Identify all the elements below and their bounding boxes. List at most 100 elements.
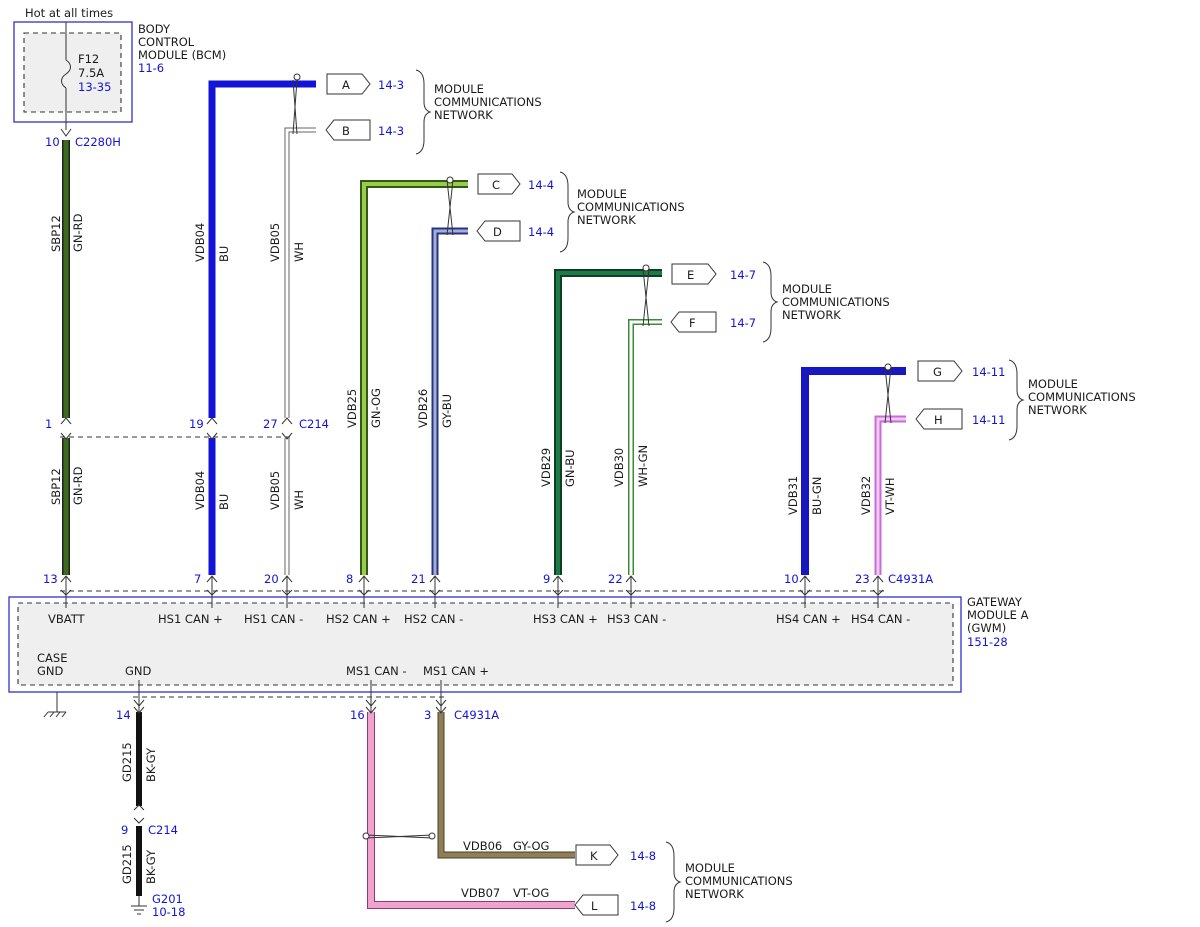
ground-ref: 10-18 (152, 905, 185, 919)
twist-cd (446, 179, 454, 236)
label-vdb31-circuit: VDB31 (786, 476, 800, 515)
offpage-L: L 14-8 (574, 894, 656, 916)
gwm-ms1-minus-label: MS1 CAN - (346, 664, 407, 678)
network-gh-line2: COMMUNICATIONS (1028, 390, 1136, 404)
offpage-G-shape (917, 360, 963, 382)
ground-icon (131, 896, 147, 915)
wire-vdb25-outline (360, 180, 468, 575)
wire-vdb30 (629, 320, 662, 575)
drop-ms1-plus (435, 680, 447, 714)
label-vdb05-lower-color: WH (292, 490, 306, 510)
network-cd-line2: COMMUNICATIONS (577, 200, 685, 214)
c214-pin-27: 27 (263, 417, 278, 431)
label-vdb06-color: GY-OG (513, 839, 549, 853)
brace-ef (762, 261, 779, 343)
label-vdb07-color: VT-OG (513, 886, 549, 900)
c214-pin-sbp12-symbol (60, 417, 72, 440)
offpage-D-letter: D (493, 225, 502, 239)
network-gh-line3: NETWORK (1028, 403, 1087, 417)
offpage-A-letter: A (342, 78, 350, 92)
gwm-title-3: (GWM) (967, 621, 1006, 635)
bcm-dashed-inner (23, 32, 122, 113)
label-vdb05-upper-circuit: VDB05 (268, 223, 282, 262)
label-vdb05-lower-circuit: VDB05 (268, 471, 282, 510)
wire-vdb06 (438, 712, 575, 858)
wire-vdb07-outline (367, 712, 575, 909)
fuse-ref: 13-35 (78, 80, 111, 94)
bcm-pin-chevron (60, 128, 72, 137)
c214-pin-vdb04-symbol (206, 417, 218, 440)
offpage-B: B 14-3 (325, 119, 404, 141)
twist-gh-top (884, 363, 892, 371)
bcm-connector: C2280H (75, 135, 121, 149)
offpage-F-shape (670, 311, 717, 333)
drop-hs3-plus (552, 575, 564, 608)
brace-gh (1008, 359, 1025, 441)
offpage-B-shape (325, 119, 371, 141)
label-vdb07-circuit: VDB07 (461, 886, 500, 900)
network-label-ef: MODULE COMMUNICATIONS NETWORK (762, 261, 890, 343)
offpage-K-letter: K (590, 849, 598, 863)
network-label-kl: MODULE COMMUNICATIONS NETWORK (665, 841, 793, 923)
brace-kl (665, 841, 682, 923)
gwm-label-hs4-plus: HS4 CAN + (776, 612, 841, 626)
c214-pin-1: 1 (45, 417, 52, 431)
wire-vdb29-outline (554, 269, 662, 575)
gwm-label-hs2-plus: HS2 CAN + (326, 612, 391, 626)
bcm-title-3: MODULE (BCM) (138, 48, 226, 62)
gwm-label-hs1-minus: HS1 CAN - (244, 612, 303, 626)
gwm-title-1: GATEWAY (967, 595, 1023, 609)
gwm-label-hs3-minus: HS3 CAN - (607, 612, 666, 626)
label-vdb30-circuit: VDB30 (612, 448, 626, 487)
offpage-L-shape (574, 894, 619, 916)
twist-ab (292, 79, 298, 135)
wire-vdb25 (362, 182, 468, 575)
gwm-case-gnd-2: GND (37, 664, 64, 678)
network-label-cd: MODULE COMMUNICATIONS NETWORK (559, 171, 685, 253)
gwm-pin-7: 7 (194, 572, 201, 586)
bcm-outline (13, 21, 133, 123)
twist-kl-right (428, 832, 436, 840)
drop-hs2-minus (429, 575, 441, 608)
gwm-pin-14: 14 (116, 708, 131, 722)
network-ab-line3: NETWORK (434, 108, 493, 122)
network-kl-line2: COMMUNICATIONS (685, 874, 793, 888)
offpage-C-shape (477, 173, 521, 195)
wire-vdb31-outline (801, 367, 906, 575)
c214-name: C214 (299, 417, 329, 431)
brace-ab (415, 69, 432, 155)
ground-g201: 9 C214 G201 10-18 (121, 804, 185, 919)
hot-at-all-times-label: Hot at all times (25, 6, 113, 20)
label-vdb32-circuit: VDB32 (859, 476, 873, 515)
offpage-H: H 14-11 (915, 408, 1005, 430)
gwm-label-hs3-plus: HS3 CAN + (533, 612, 598, 626)
gwm-module: GATEWAY MODULE A (GWM) 151-28 13 7 20 8 … (8, 572, 1029, 722)
offpage-A: A 14-3 (326, 73, 404, 95)
ground-connector: C214 (148, 823, 178, 837)
gwm-pin-9: 9 (543, 572, 550, 586)
gwm-label-vbatt: VBATT (48, 612, 86, 626)
twist-ef (642, 268, 650, 327)
offpage-H-shape (915, 408, 963, 430)
c214-inline-connector: 1 19 27 C214 (45, 417, 329, 440)
bcm-ref: 11-6 (138, 61, 164, 75)
bcm-title-2: CONTROL (138, 35, 195, 49)
drop-hs3-minus (625, 575, 637, 608)
offpage-F: F 14-7 (670, 311, 756, 333)
offpage-C: C 14-4 (477, 173, 554, 195)
gwm-pin-23: 23 (855, 572, 870, 586)
ground-name: G201 (152, 892, 183, 906)
network-ef-line1: MODULE (782, 282, 832, 296)
c214-ground-pin-symbol (133, 804, 145, 824)
label-vdb04-upper-circuit: VDB04 (193, 223, 207, 262)
fuse-name: F12 (78, 52, 99, 66)
wire-vdb04-upper (208, 80, 316, 418)
twist-ef-top (642, 264, 650, 272)
offpage-B-letter: B (342, 124, 350, 138)
drop-ms1-minus (365, 680, 377, 714)
drop-vbatt (60, 575, 72, 608)
offpage-E-shape (671, 263, 717, 285)
label-vdb31-color: BU-GN (810, 477, 824, 515)
offpage-connectors: A 14-3 B 14-3 C 14-4 D 14-4 E 14-7 F 14-… (325, 73, 1005, 916)
label-vdb29-color: GN-BU (563, 449, 577, 487)
